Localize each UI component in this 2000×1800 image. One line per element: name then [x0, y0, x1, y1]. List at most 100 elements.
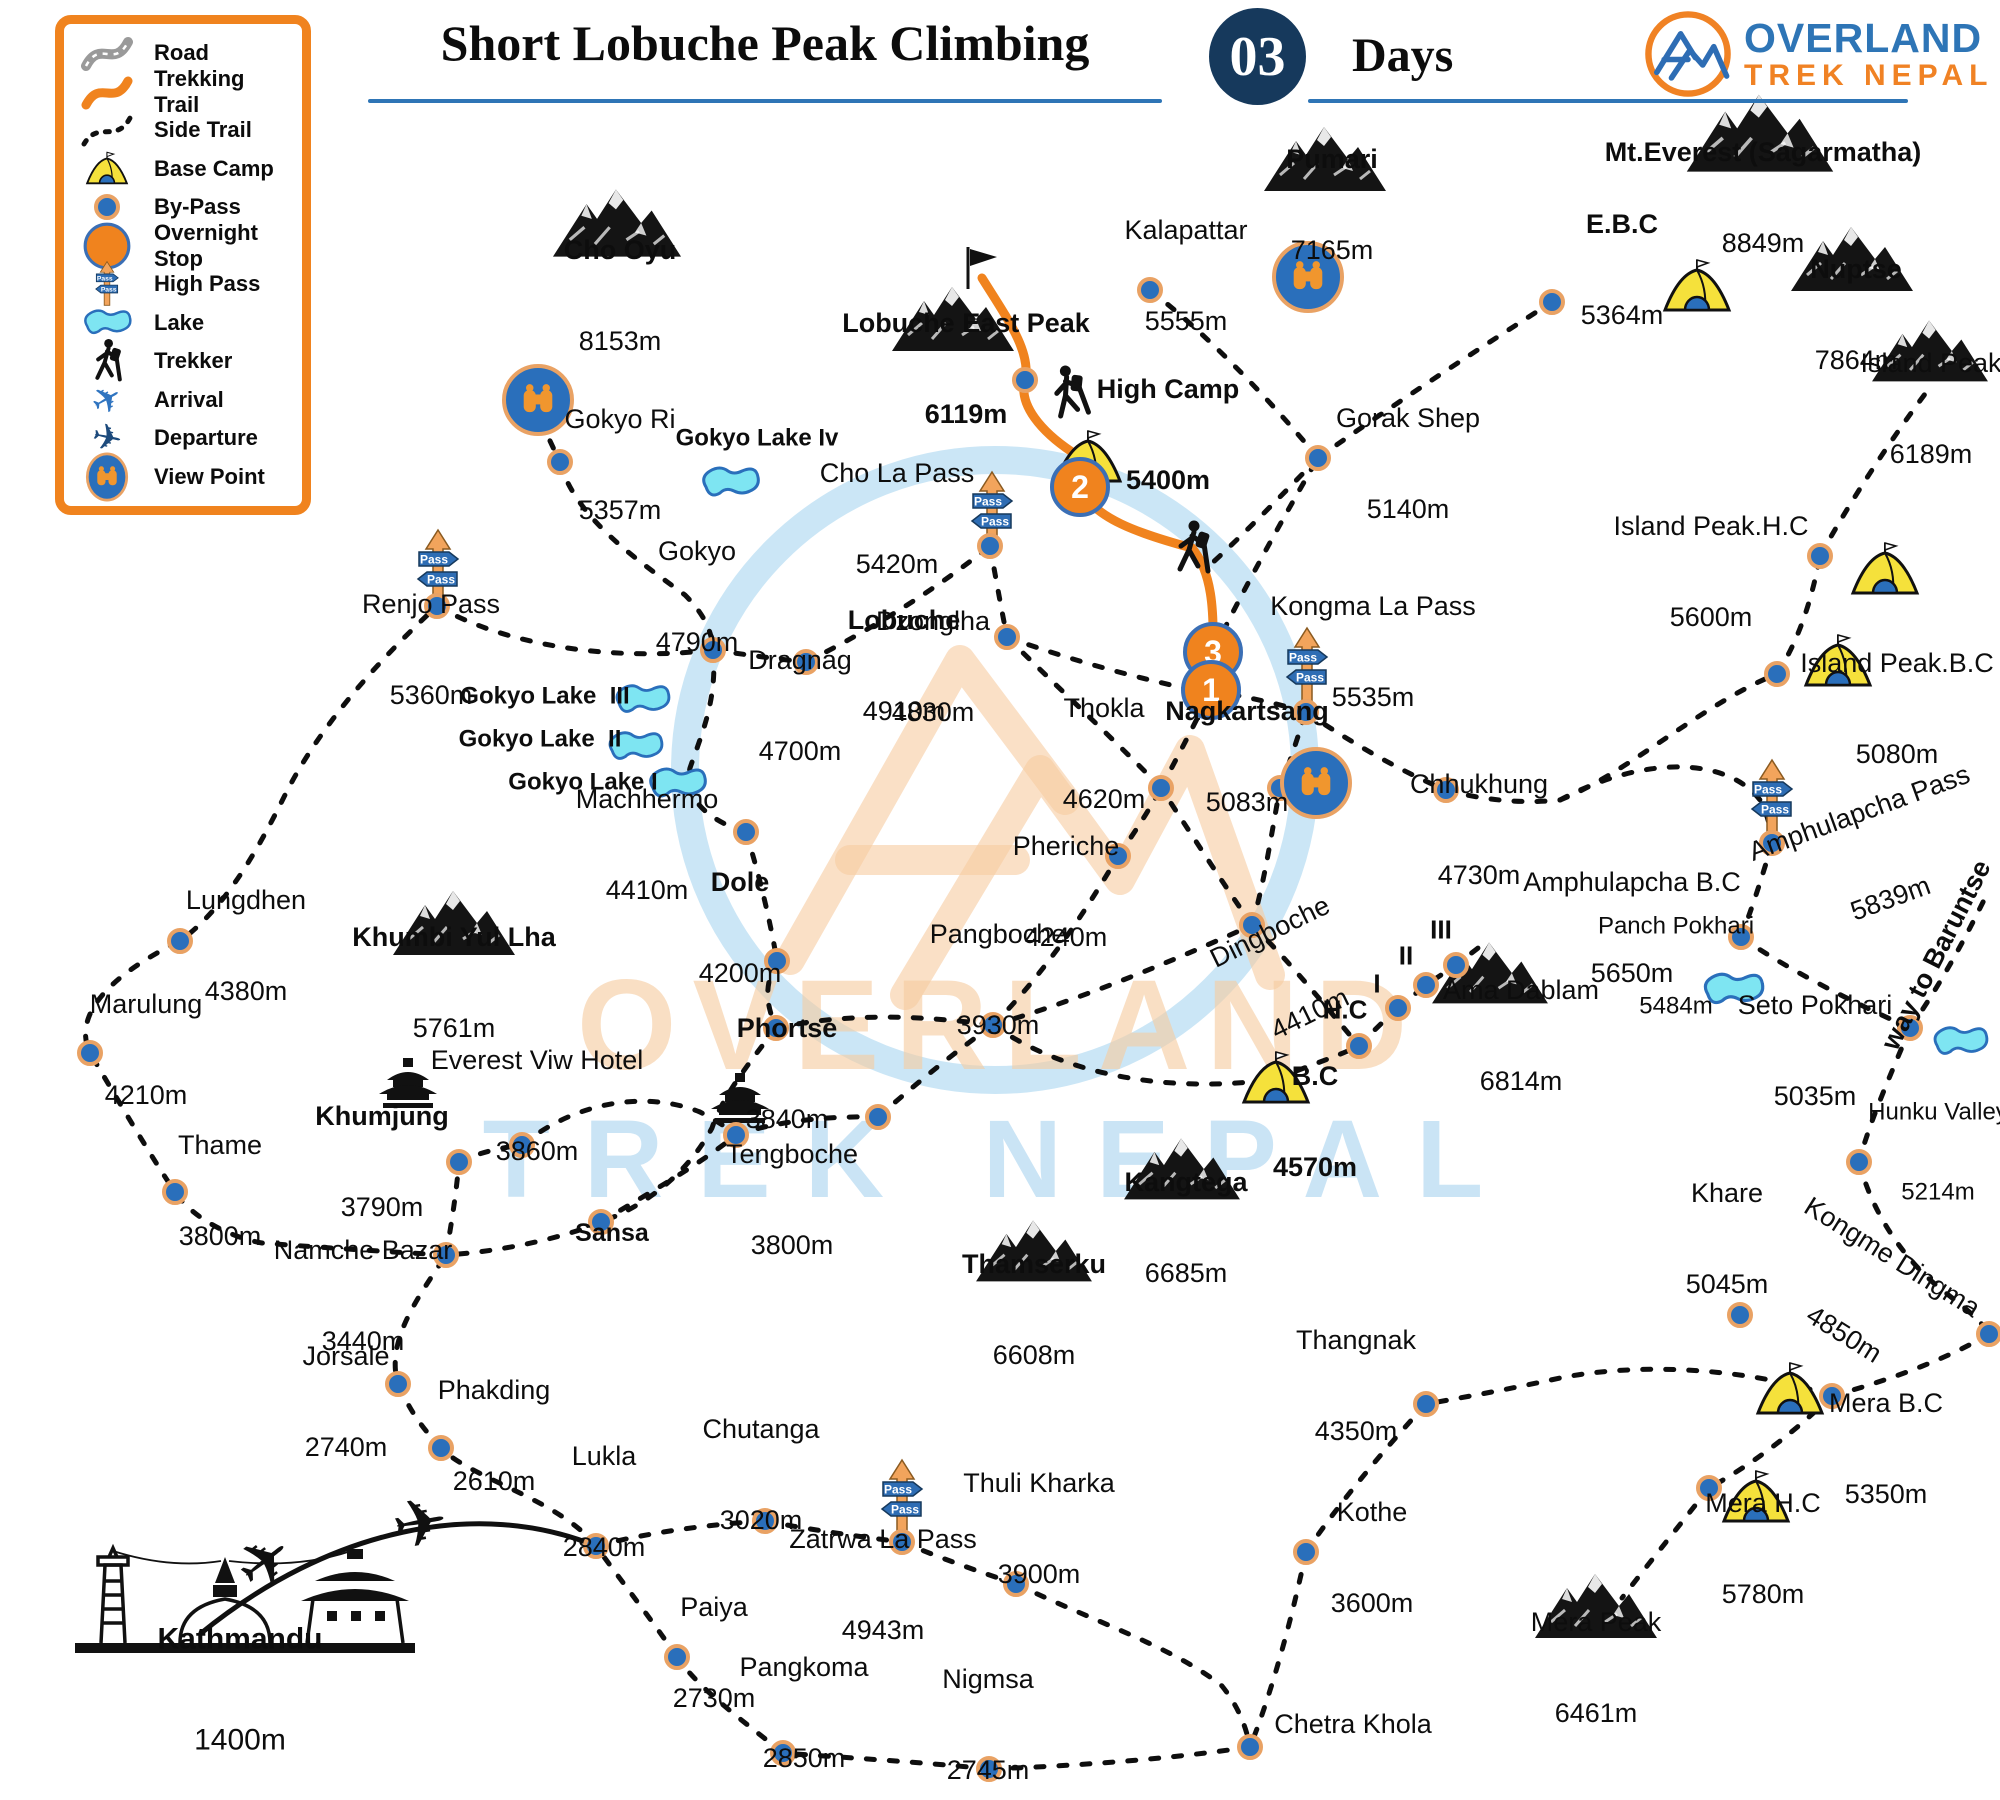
place-elevation: 5600m — [1669, 602, 1753, 633]
bypass-dot-marker — [1539, 289, 1565, 315]
svg-text:Pass: Pass — [420, 553, 448, 567]
place-label: Mera B.C 5350m — [1829, 1328, 1943, 1570]
legend-item: Trekker — [76, 339, 290, 382]
viewpoint-icon — [1272, 241, 1344, 313]
place-name: Mera B.C — [1828, 1388, 1944, 1419]
place-elevation: 5140m — [1366, 494, 1450, 525]
place-elevation: 3020m — [719, 1505, 803, 1536]
mountain-peak-icon — [976, 1220, 1092, 1282]
place-label: Mt.Everest (Sagarmatha) 8849m — [1605, 77, 1922, 319]
place-elevation: 6119m — [924, 399, 1008, 430]
place-label: Paiya 2730m — [673, 1532, 756, 1774]
place-name: Lobuche East Peak — [842, 308, 1090, 339]
mountain-peak-icon — [892, 287, 1014, 351]
place-elevation: 7864m — [1814, 345, 1898, 376]
place-label: Gokyo Lake I — [508, 715, 657, 876]
legend-item-label: Overnight Stop — [154, 219, 258, 271]
bypass-dot-marker — [385, 1371, 411, 1397]
mountain-peak-icon — [393, 891, 515, 955]
svg-text:Pass: Pass — [1289, 651, 1317, 665]
place-name: Pangkoma — [739, 1652, 869, 1683]
place-label: Lukla 2840m — [563, 1381, 646, 1623]
trail-dashed — [1619, 1331, 1992, 1601]
trail-dashed — [1207, 455, 1321, 568]
place-name: Cho La Pass — [819, 458, 975, 489]
place-elevation: 5780m — [1721, 1579, 1805, 1610]
place-label: Island Peak 6189m — [1860, 288, 2000, 530]
trail-dashed — [593, 1518, 1253, 1750]
bypass-dot-marker — [1293, 1539, 1319, 1565]
place-name: Phortse — [736, 1013, 838, 1044]
place-elevation: 8153m — [578, 326, 662, 357]
place-elevation: 2840m — [562, 1532, 646, 1563]
place-elevation: 5035m — [1773, 1081, 1857, 1112]
mountain-peak-icon — [1686, 94, 1834, 172]
bypass-dot-marker — [1237, 1734, 1263, 1760]
legend-icon-cell — [76, 301, 138, 345]
bypass-dot-marker — [77, 1040, 103, 1066]
legend-item: By-Pass — [76, 188, 290, 226]
watermark-line2: TREK NEPAL — [482, 1098, 1518, 1221]
place-name: Nuptse — [1810, 254, 1902, 285]
place-name: Kongma La Pass — [1270, 591, 1476, 622]
place-name: I — [1373, 968, 1381, 999]
place-elevation: 3930m — [956, 1010, 1040, 1041]
trail-dashed — [773, 1014, 996, 1031]
place-label: Phakding 2610m — [438, 1315, 551, 1557]
legend-icon-cell: ✈ — [76, 374, 138, 425]
place-name: Chhukhung — [1409, 769, 1549, 800]
place-elevation: 5364m — [1580, 300, 1664, 331]
monastery-icon — [711, 1073, 769, 1123]
place-label: Mera Peak 6461m — [1531, 1547, 1662, 1789]
bypass-dot-marker — [723, 1122, 749, 1148]
place-label: Namche Bazar 3440m — [274, 1175, 453, 1417]
base-camp-tent-icon — [1803, 634, 1873, 687]
road-icon — [81, 37, 133, 71]
place-elevation: 5555m — [1144, 306, 1228, 337]
svg-text:Pass: Pass — [891, 1503, 919, 1517]
bypass-dot-marker — [1443, 952, 1469, 978]
place-elevation: 4380m — [204, 976, 288, 1007]
viewpoint-icon — [502, 364, 574, 436]
bypass-dot-marker — [1105, 843, 1131, 869]
bypass-dot-marker — [167, 928, 193, 954]
place-elevation: 6685m — [1144, 1258, 1228, 1289]
place-name: Machhermo — [575, 784, 719, 815]
bypass-dot-marker — [424, 593, 450, 619]
place-name: Mera Peak — [1530, 1607, 1662, 1638]
place-name: Chetra Khola — [1274, 1709, 1432, 1740]
high-pass-icon: Pass Pass — [880, 1458, 924, 1539]
place-name: Nagkartsang — [1165, 696, 1329, 727]
overnight-stop-number: 1 — [1202, 671, 1220, 708]
place-name: Gokyo — [657, 536, 737, 567]
place-elevation: 3900m — [997, 1559, 1081, 1590]
place-label: Lobuche 4910m — [848, 545, 961, 787]
bypass-dot-marker — [977, 533, 1003, 559]
legend-item-label: Trekking Trail — [154, 65, 245, 117]
place-name: Gokyo Lake III — [460, 682, 630, 710]
place-name: Dingboche — [1205, 890, 1335, 974]
summit-flag-icon — [966, 247, 997, 289]
legend-item: ✈ Arrival — [76, 374, 290, 425]
place-label: Island Peak.B.C 5080m — [1800, 588, 1994, 830]
place-label: Lungdhen 4380m — [186, 825, 306, 1067]
bypass-dot-marker — [1819, 1383, 1845, 1409]
place-label: Ama Dablam 6814m — [1443, 915, 1599, 1157]
legend-icon-cell — [76, 194, 138, 221]
place-label: Sansa — [575, 1163, 649, 1331]
place-name: Mera H.C — [1705, 1488, 1821, 1519]
place-label: Kalapattar 5555m — [1124, 155, 1247, 397]
legend-item-label: Base Camp — [154, 155, 274, 181]
place-label: II — [1392, 884, 1421, 1059]
binoculars-icon — [1293, 261, 1323, 290]
legend-icon-cell: Pass Pass — [76, 242, 138, 326]
legend-icon-cell — [76, 441, 138, 513]
place-name: Nigmsa — [942, 1664, 1034, 1695]
legend-item: Side Trail — [76, 111, 290, 149]
place-elevation: 5650m — [1590, 958, 1674, 989]
bypass-dot-marker — [583, 1533, 609, 1559]
overnight-stop-marker: 1 — [1181, 660, 1241, 720]
place-name: Paiya — [680, 1592, 748, 1623]
legend-icon-cell — [76, 33, 138, 73]
